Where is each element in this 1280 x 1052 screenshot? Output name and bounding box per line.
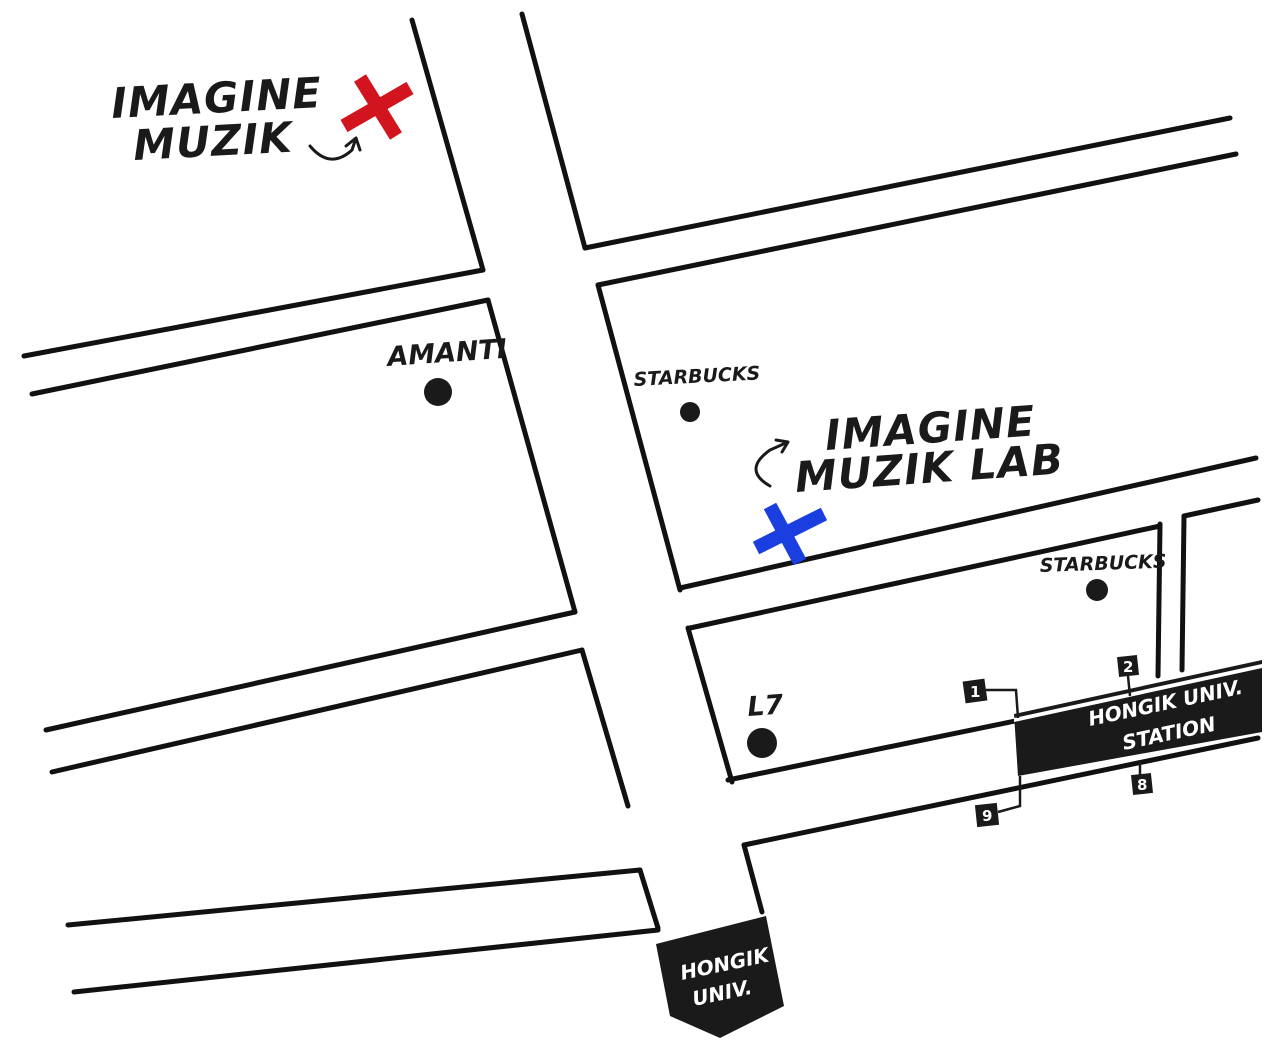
exit-2-connector	[1126, 675, 1132, 697]
station-banner-stripe	[1014, 664, 1262, 722]
street-w3-lower	[71, 927, 661, 995]
street-e2-lower	[687, 523, 1163, 631]
exit-9-badge: 9	[974, 802, 1000, 828]
main-road-left-edge-mid	[485, 297, 578, 615]
old-location-line2: MUZIK	[132, 113, 296, 170]
street-w1-upper	[21, 267, 486, 359]
poi-starbucks-1: STARBUCKS	[633, 362, 761, 422]
street-w2-upper	[43, 609, 578, 733]
exit-8-badge: 8	[1131, 773, 1153, 795]
street-e3-lower	[741, 735, 1261, 848]
main-road-left-edge-low	[579, 647, 631, 809]
amanti-dot	[424, 378, 452, 406]
curved-arrow-icon-2	[754, 438, 790, 488]
exit-9-connector	[997, 776, 1022, 814]
direction-sign-shape	[656, 916, 784, 1038]
street-e2-lower-far	[1181, 497, 1261, 519]
new-location-marker-icon	[752, 502, 828, 566]
old-location-line1: IMAGINE	[110, 68, 323, 128]
hongik-univ-direction-sign: HONGIK UNIV.	[656, 916, 784, 1038]
l7-label: L7	[746, 690, 784, 723]
main-road-right-edge-mid	[595, 282, 683, 593]
old-location-marker-icon	[340, 74, 414, 140]
exit-1-label: 1	[970, 683, 980, 701]
road-network	[21, 11, 1261, 995]
side-street-right	[1179, 513, 1187, 673]
exit-2-badge: 2	[1117, 655, 1139, 677]
poi-l7: L7	[746, 690, 785, 758]
starbucks-1-label: STARBUCKS	[633, 362, 761, 391]
exit-1-connector	[986, 688, 1020, 719]
old-location-label: IMAGINE MUZIK	[110, 68, 362, 170]
street-ne-upper	[582, 115, 1233, 251]
starbucks-1-dot	[680, 402, 700, 422]
exit-8-label: 8	[1137, 776, 1147, 794]
poi-amanti: AMANTI	[384, 334, 508, 406]
starbucks-2-label: STARBUCKS	[1039, 551, 1166, 577]
street-e3-upper	[725, 717, 1023, 783]
main-road-right-edge-low	[685, 625, 735, 785]
poi-starbucks-2: STARBUCKS	[1039, 551, 1167, 601]
main-road-left-edge-bottom	[637, 867, 661, 931]
street-e2-upper	[677, 455, 1259, 591]
red-x-stroke-2	[340, 81, 414, 133]
street-w2-lower	[49, 647, 585, 775]
curved-arrow-icon	[308, 136, 362, 161]
street-ne-lower	[595, 151, 1239, 288]
new-location-label: IMAGINE MUZIK LAB	[754, 396, 1065, 502]
exit-2-label: 2	[1123, 658, 1133, 676]
exit-1-badge: 1	[962, 678, 988, 704]
main-road-right-edge-bottom	[741, 842, 765, 915]
street-w3-upper	[65, 867, 643, 928]
amanti-label: AMANTI	[384, 334, 508, 373]
side-street-left	[1155, 521, 1163, 679]
street-w1-lower	[29, 297, 491, 397]
starbucks-2-dot	[1086, 579, 1108, 601]
l7-dot	[747, 728, 777, 758]
blue-x-stroke-2	[752, 507, 828, 555]
station-block: HONGIK UNIV. STATION 1 2 8 9	[962, 655, 1262, 828]
main-road-left-edge-top	[409, 17, 486, 273]
main-road-right-edge-top	[519, 11, 588, 251]
station-banner	[1014, 660, 1262, 776]
exit-9-label: 9	[982, 807, 992, 825]
